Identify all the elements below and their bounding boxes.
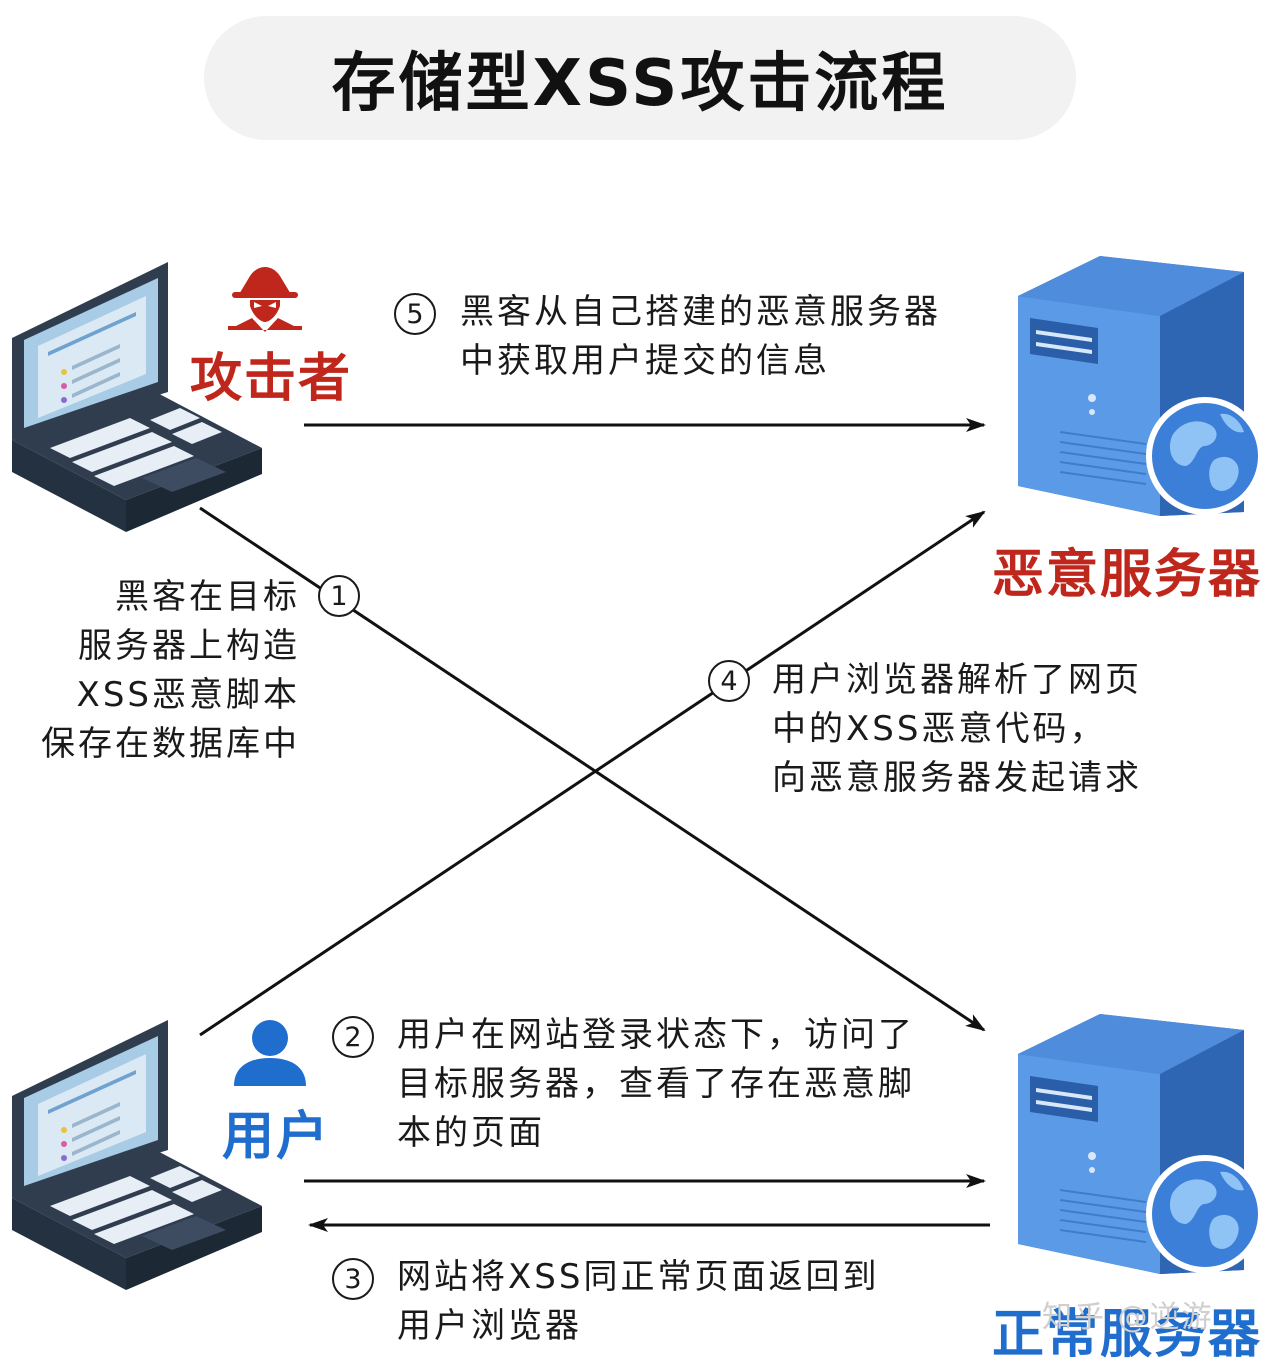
watermark: 知乎 @逆游: [1042, 1300, 1214, 1335]
hacker-icon: [228, 267, 302, 332]
attacker-label: 攻击者: [190, 349, 353, 409]
normal-server-label: 正常服务器: [992, 1305, 1263, 1365]
user-icon: [234, 1020, 306, 1086]
malicious-server-icon: [1018, 256, 1261, 516]
step-4-number: 4: [708, 660, 750, 702]
step-3-number: 3: [332, 1258, 374, 1300]
page-title: 存储型XSS攻击流程: [331, 47, 949, 121]
step-2-text: 用户在网站登录状态下，访问了 目标服务器，查看了存在恶意脚 本的页面: [397, 1015, 915, 1153]
normal-server-icon: [1018, 1014, 1261, 1274]
step-1-number: 1: [318, 575, 360, 617]
malicious-server-label: 恶意服务器: [992, 545, 1263, 605]
step-3-text: 网站将XSS同正常页面返回到 用户浏览器: [397, 1257, 880, 1346]
title-banner: 存储型XSS攻击流程: [204, 16, 1076, 140]
arrow-step-4: [199, 510, 986, 1037]
step-5-number: 5: [394, 293, 436, 335]
step-2-number: 2: [332, 1016, 374, 1058]
step-4-text: 用户浏览器解析了网页 中的XSS恶意代码， 向恶意服务器发起请求: [772, 660, 1142, 798]
step-1-text: 黑客在目标 服务器上构造 XSS恶意脚本 保存在数据库中: [41, 577, 300, 764]
user-label: 用户: [222, 1107, 331, 1167]
step-5-text: 黑客从自己搭建的恶意服务器 中获取用户提交的信息: [460, 292, 941, 381]
